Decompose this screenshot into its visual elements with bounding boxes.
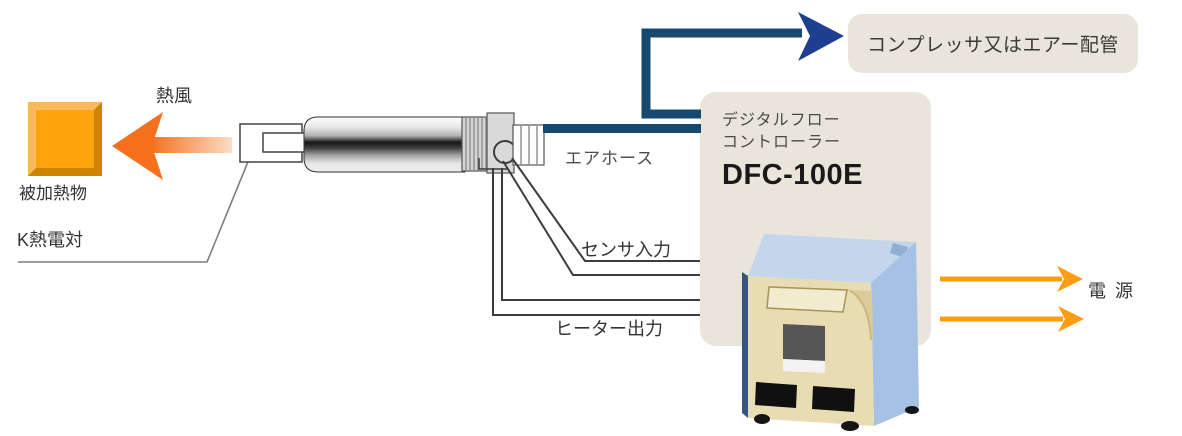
k-thermocouple-label: K熱電対 xyxy=(17,230,84,250)
heater-wire-1 xyxy=(501,168,700,301)
hose-fitting-ribs xyxy=(520,126,538,164)
device-white-strip xyxy=(783,359,825,373)
controller-text-block: デジタルフロー コントローラー DFC-100E xyxy=(722,110,863,192)
heater-nut-ribs xyxy=(465,118,487,170)
device-switch-left xyxy=(755,382,797,408)
heater-wire-gland xyxy=(493,140,517,164)
heater-hose-fitting xyxy=(512,124,545,166)
controller-model: DFC-100E xyxy=(722,159,863,191)
heater-body-cylinder xyxy=(303,116,466,173)
air-hose-line xyxy=(543,124,701,133)
compressor-label: コンプレッサ又はエアー配管 xyxy=(867,35,1119,56)
device-foot-center xyxy=(841,421,859,431)
power-arrowhead-1 xyxy=(1057,266,1083,292)
heater-nozzle-inner xyxy=(262,132,340,153)
hot-air-label: 熱風 xyxy=(156,86,192,106)
heater-nozzle-housing xyxy=(239,123,303,163)
heater-nut xyxy=(461,116,490,172)
power-arrowhead-2 xyxy=(1058,306,1084,332)
power-label: 電 源 xyxy=(1088,281,1136,301)
compressor-arrowhead xyxy=(798,12,844,61)
heater-connector-block xyxy=(486,112,515,174)
wire-bracket xyxy=(478,158,507,170)
heater-assembly xyxy=(239,112,545,174)
hot-air-arrow xyxy=(112,112,232,180)
heated-object-label: 被加熱物 xyxy=(19,184,87,203)
controller-name-line1: デジタルフロー xyxy=(722,112,841,129)
heated-object-square xyxy=(28,102,102,176)
compressor-callout-box: コンプレッサ又はエアー配管 xyxy=(848,14,1138,73)
sensor-input-label: センサ入力 xyxy=(581,240,671,260)
power-arrows xyxy=(940,266,1084,332)
air-hose-label: エアホース xyxy=(565,149,655,168)
heater-output-label: ヒーター出力 xyxy=(555,319,663,339)
controller-name-line2: コントローラー xyxy=(722,134,842,151)
device-switch-right xyxy=(812,386,855,412)
device-foot-right xyxy=(905,406,919,414)
device-foot-left xyxy=(754,414,770,424)
